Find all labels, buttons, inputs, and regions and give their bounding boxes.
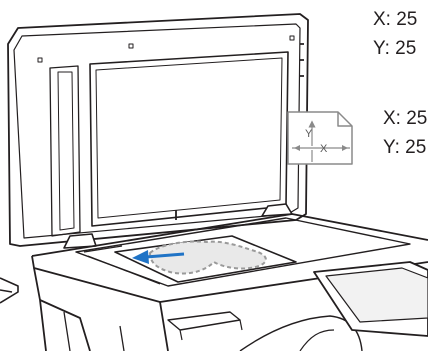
lower-y-label: Y: 25 (383, 138, 426, 157)
document-size-icon: Y X (288, 112, 352, 164)
scanner-lid (8, 14, 308, 246)
side-tray-fragment (0, 278, 18, 303)
upper-x-label: X: 25 (373, 10, 417, 29)
upper-y-label: Y: 25 (373, 39, 416, 58)
lower-x-label: X: 25 (383, 109, 427, 128)
document-icon-y-label: Y (305, 128, 313, 140)
control-panel (314, 262, 428, 336)
document-icon-x-label: X (320, 143, 328, 155)
